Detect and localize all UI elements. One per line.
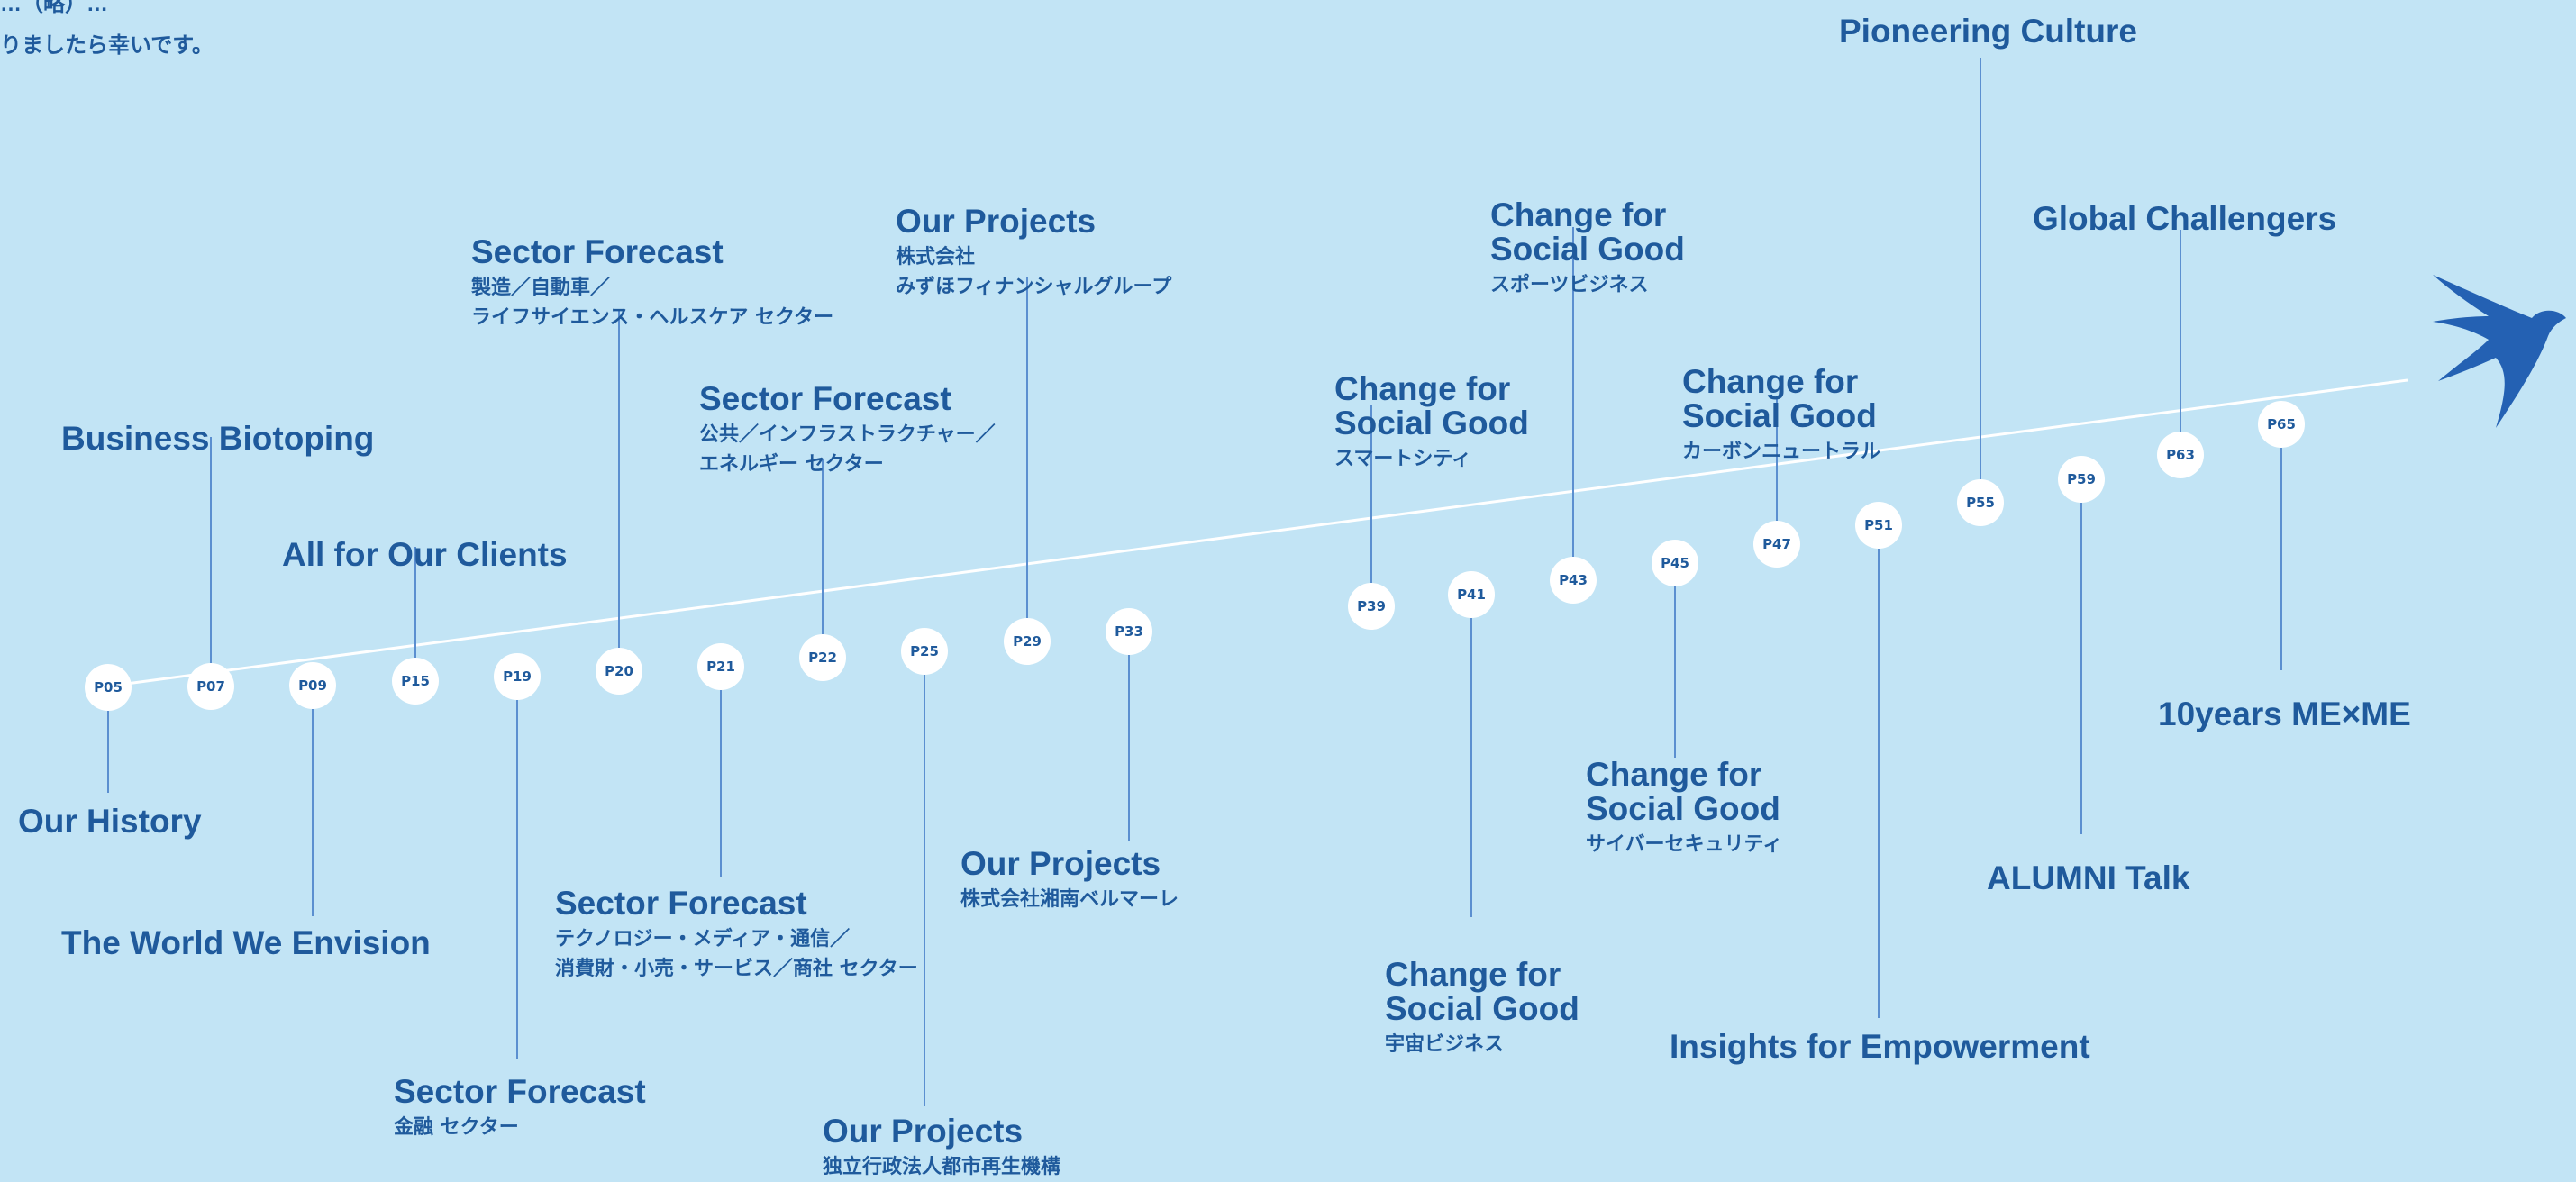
section-label-p25[interactable]: Our Projects 独立行政法人都市再生機構 <box>823 1114 1060 1182</box>
section-label-p05[interactable]: Our History <box>18 805 202 839</box>
page-node-p21[interactable]: P21 <box>697 643 744 690</box>
section-label-p19[interactable]: Sector Forecast 金融 セクター <box>394 1075 646 1142</box>
section-title: Our Projects <box>896 203 1097 240</box>
intro-text-line-1: …（略）… <box>0 0 108 16</box>
section-title: Business Biotoping <box>61 420 375 457</box>
page-node-p33[interactable]: P33 <box>1106 608 1152 655</box>
section-title: Social Good <box>1586 790 1780 827</box>
section-title: Pioneering Culture <box>1839 13 2137 50</box>
section-subtitle: 消費財・小売・サービス／商社 セクター <box>555 958 918 980</box>
section-subtitle: 製造／自動車／ <box>471 277 611 299</box>
section-title: Sector Forecast <box>699 380 951 417</box>
section-label-p63[interactable]: Global Challengers <box>2033 202 2336 236</box>
section-title: 10years ME×ME <box>2158 696 2411 732</box>
page-node-p41[interactable]: P41 <box>1448 571 1495 618</box>
page-node-p51[interactable]: P51 <box>1855 502 1902 549</box>
section-subtitle: カーボンニュートラル <box>1682 441 1881 463</box>
page-node-p15[interactable]: P15 <box>392 658 439 705</box>
page-node-p19[interactable]: P19 <box>494 653 541 700</box>
page-node-p20[interactable]: P20 <box>596 648 642 695</box>
section-subtitle: 独立行政法人都市再生機構 <box>823 1156 1061 1178</box>
section-title: Global Challengers <box>2033 200 2337 237</box>
section-title: Social Good <box>1334 405 1529 441</box>
section-label-p29[interactable]: Our Projects 株式会社みずほフィナンシャルグループ <box>896 205 1171 302</box>
section-subtitle: 公共／インフラストラクチャー／ <box>699 423 996 446</box>
section-subtitle: エネルギー セクター <box>699 453 884 476</box>
page-node-p43[interactable]: P43 <box>1550 557 1597 604</box>
section-subtitle: 宇宙ビジネス <box>1385 1033 1505 1056</box>
timeline-line <box>85 378 2408 691</box>
section-label-p33[interactable]: Our Projects 株式会社湘南ベルマーレ <box>960 847 1179 914</box>
section-title: ALUMNI Talk <box>1987 859 2190 896</box>
section-title: Change for <box>1490 196 1667 233</box>
section-title: Sector Forecast <box>471 233 724 270</box>
section-subtitle: 金融 セクター <box>394 1116 519 1139</box>
section-label-p55[interactable]: Pioneering Culture <box>1839 14 2137 49</box>
page-node-p22[interactable]: P22 <box>799 634 846 681</box>
section-subtitle: テクノロジー・メディア・通信／ <box>555 928 851 950</box>
swallow-bird-icon <box>2433 275 2566 428</box>
section-title: Social Good <box>1490 231 1685 268</box>
section-title: Social Good <box>1385 990 1579 1027</box>
intro-text-line-2: りましたら幸いです。 <box>0 33 214 58</box>
section-subtitle: スポーツビジネス <box>1490 274 1649 296</box>
section-title: Sector Forecast <box>394 1073 646 1110</box>
section-label-p51[interactable]: Insights for Empowerment <box>1670 1030 2090 1064</box>
section-subtitle: 株式会社 <box>896 246 976 268</box>
page-node-p25[interactable]: P25 <box>901 628 948 675</box>
section-title: Our History <box>18 803 202 840</box>
page-node-p63[interactable]: P63 <box>2157 432 2204 478</box>
section-title: The World We Envision <box>61 924 431 961</box>
page-node-p45[interactable]: P45 <box>1652 540 1698 586</box>
section-title: Change for <box>1385 956 1561 993</box>
section-title: Insights for Empowerment <box>1670 1028 2090 1065</box>
page-node-p65[interactable]: P65 <box>2258 401 2305 448</box>
section-label-p09[interactable]: The World We Envision <box>61 926 431 960</box>
section-label-p59[interactable]: ALUMNI Talk <box>1987 861 2189 896</box>
section-subtitle: 株式会社湘南ベルマーレ <box>960 888 1179 911</box>
page-node-p39[interactable]: P39 <box>1348 583 1395 630</box>
section-title: Change for <box>1334 370 1511 407</box>
section-subtitle: ライフサイエンス・ヘルスケア セクター <box>471 306 834 329</box>
section-label-p20[interactable]: Sector Forecast 製造／自動車／ ライフサイエンス・ヘルスケア セクタ… <box>471 235 833 332</box>
section-label-p07[interactable]: Business Biotoping <box>61 422 374 456</box>
section-label-p22[interactable]: Sector Forecast 公共／インフラストラクチャー／ エネルギー セクター <box>699 382 996 479</box>
page-node-p55[interactable]: P55 <box>1957 479 2004 526</box>
page-node-p05[interactable]: P05 <box>85 664 132 711</box>
page-node-p07[interactable]: P07 <box>187 663 234 710</box>
section-title: Social Good <box>1682 397 1877 434</box>
section-title: All for Our Clients <box>282 536 568 573</box>
section-subtitle: みずほフィナンシャルグループ <box>896 276 1172 298</box>
page-node-p47[interactable]: P47 <box>1753 521 1800 568</box>
section-title: Change for <box>1586 756 1762 793</box>
section-title: Change for <box>1682 363 1859 400</box>
section-label-p21[interactable]: Sector Forecast テクノロジー・メディア・通信／ 消費財・小売・サービ… <box>555 886 918 984</box>
section-title: Sector Forecast <box>555 885 807 922</box>
section-subtitle: サイバーセキュリティ <box>1586 833 1783 856</box>
section-subtitle: スマートシティ <box>1334 448 1472 470</box>
section-label-p15[interactable]: All for Our Clients <box>282 538 568 572</box>
page-node-p09[interactable]: P09 <box>289 662 336 709</box>
page-node-p59[interactable]: P59 <box>2058 456 2105 503</box>
section-title: Our Projects <box>823 1113 1024 1150</box>
page-node-p29[interactable]: P29 <box>1004 618 1051 665</box>
connector-lines <box>107 58 2282 1106</box>
section-label-p65[interactable]: 10years ME×ME <box>2158 697 2411 732</box>
section-title: Our Projects <box>960 845 1161 882</box>
